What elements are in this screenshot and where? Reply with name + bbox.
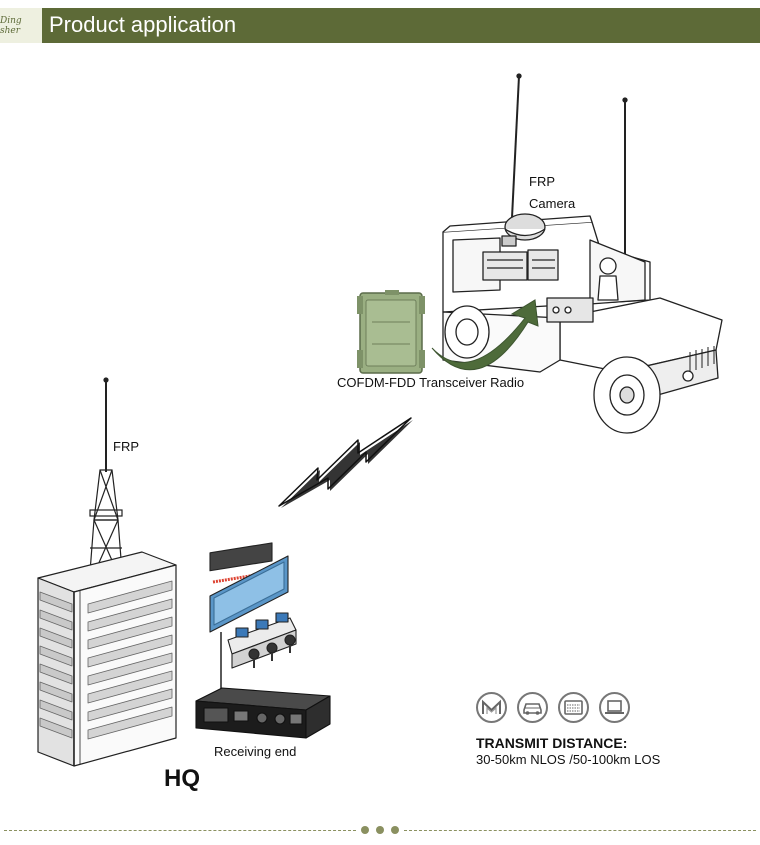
footer-dot [376, 826, 384, 834]
page-title: Product application [49, 12, 237, 37]
car-icon [517, 692, 548, 723]
frp-vehicle-label: FRP [529, 174, 555, 189]
footer-divider-right [404, 830, 756, 831]
transmit-distance-detail: 30-50km NLOS /50-100km LOS [476, 752, 661, 767]
radio-device-icon [558, 692, 589, 723]
footer-dot [361, 826, 369, 834]
brand-logo: Ding sher [0, 8, 42, 43]
frp-tower-label: FRP [113, 439, 139, 454]
brand-logo-text: Ding sher [0, 15, 22, 36]
transceiver-radio-case [357, 290, 425, 374]
footer-divider-left [4, 830, 356, 831]
footer-dot [391, 826, 399, 834]
radio-label: COFDM-FDD Transceiver Radio [337, 375, 525, 390]
receiving-end-unit [195, 687, 331, 739]
install-arrow [431, 299, 539, 371]
header-bar: Ding sher Product application [0, 8, 760, 43]
hq-building [37, 551, 177, 767]
laptop-icon [599, 692, 630, 723]
m-logo-icon [476, 692, 507, 723]
transmit-distance-title: TRANSMIT DISTANCE: [476, 735, 628, 751]
receiving-end-label: Receiving end [214, 744, 297, 759]
control-room [209, 542, 297, 692]
camera-label: Camera [529, 196, 576, 211]
hq-label: HQ [164, 765, 200, 792]
frp-tower [88, 377, 124, 586]
military-vehicle [442, 73, 723, 434]
